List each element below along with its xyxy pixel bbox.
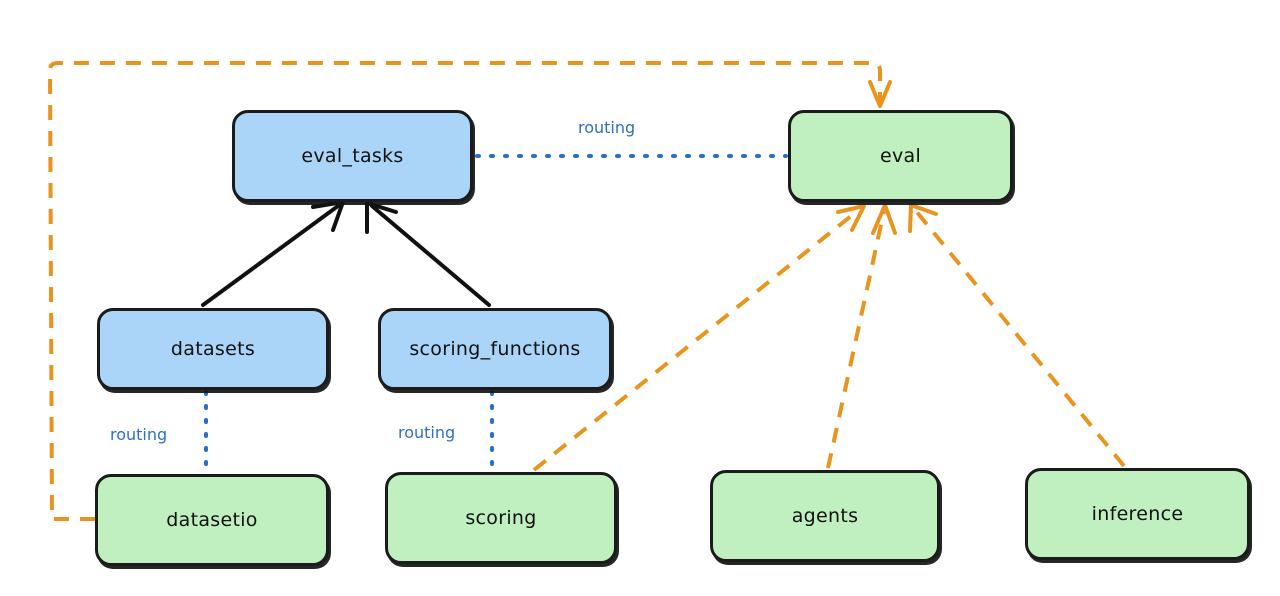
- node-agents-label: agents: [791, 505, 859, 527]
- node-inference[interactable]: inference: [1025, 468, 1250, 560]
- edge-label-routing-eval-tasks-eval: routing: [578, 118, 636, 137]
- node-eval-tasks-label: eval_tasks: [301, 145, 404, 167]
- node-scoring[interactable]: scoring: [385, 472, 617, 564]
- node-datasets[interactable]: datasets: [97, 308, 329, 390]
- node-inference-label: inference: [1091, 503, 1184, 525]
- edge-datasetio-to-eval: [47, 61, 892, 521]
- edge-inference-to-eval: [908, 203, 1126, 468]
- node-datasets-label: datasets: [170, 338, 256, 360]
- node-eval-tasks[interactable]: eval_tasks: [232, 110, 473, 202]
- edge-scoring-to-eval: [532, 204, 866, 472]
- node-scoring-functions[interactable]: scoring_functions: [378, 308, 612, 390]
- node-datasetio[interactable]: datasetio: [95, 474, 329, 566]
- node-eval-label: eval: [879, 145, 922, 167]
- edge-agents-to-eval: [826, 203, 897, 469]
- node-agents[interactable]: agents: [710, 470, 940, 562]
- node-scoring-functions-label: scoring_functions: [409, 338, 581, 360]
- edge-datasets-to-eval_tasks: [201, 200, 345, 307]
- node-scoring-label: scoring: [465, 507, 537, 529]
- edge-label-routing-scoring-functions-scoring: routing: [398, 423, 456, 442]
- edge-scoring_functions-to-eval_tasks: [365, 201, 491, 307]
- node-datasetio-label: datasetio: [166, 509, 258, 531]
- edge-label-routing-datasets-datasetio: routing: [110, 425, 168, 444]
- node-eval[interactable]: eval: [788, 110, 1013, 202]
